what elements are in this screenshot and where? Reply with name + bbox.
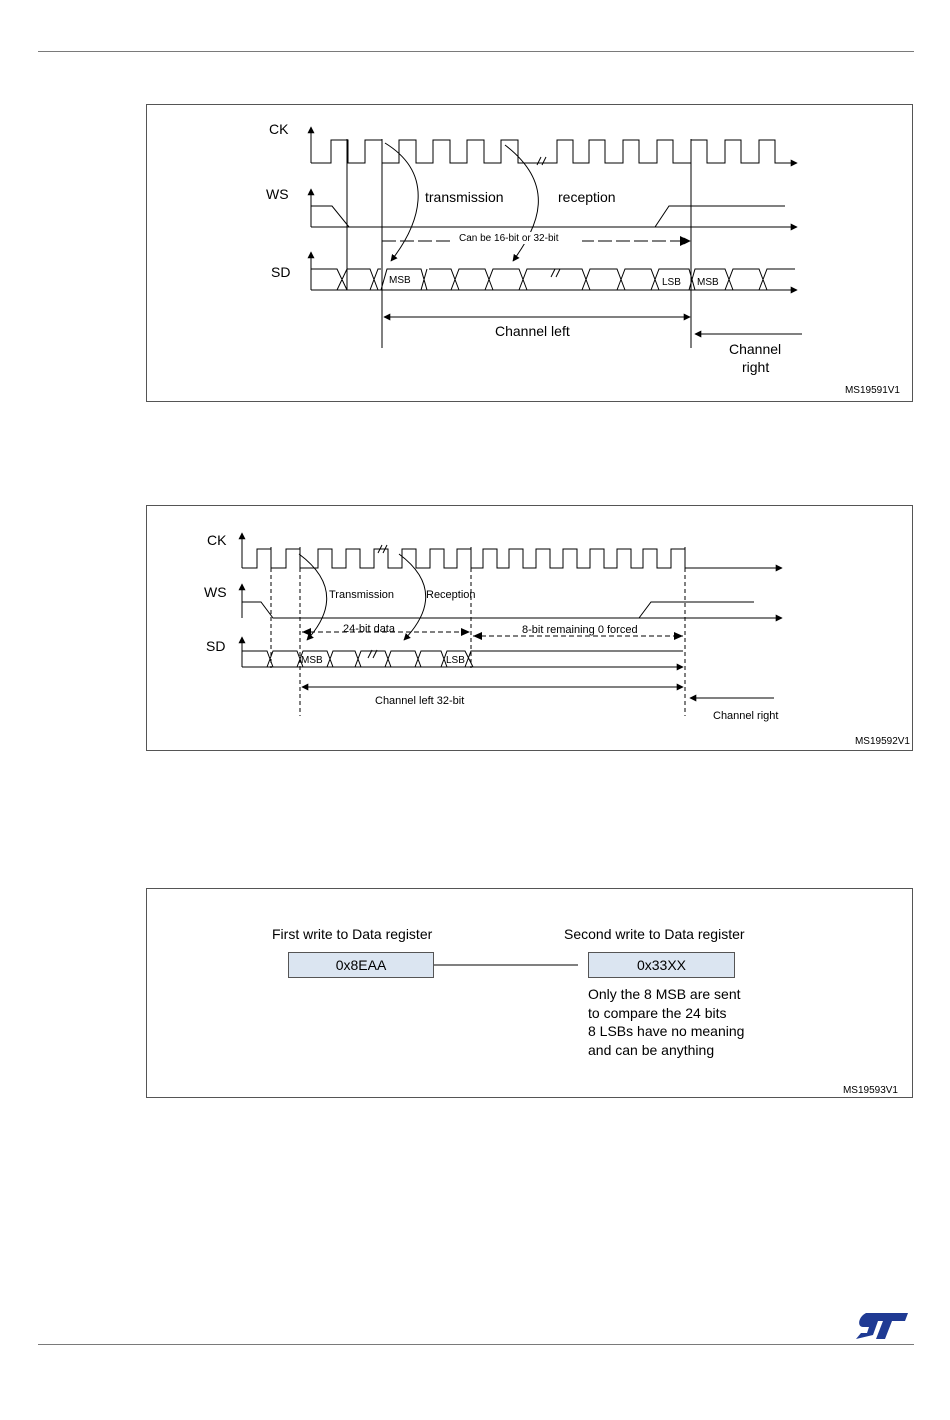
figure-1-i2s-timing: CK WS SD transmission reception Channel … — [146, 104, 913, 402]
figure-3-data-register: First write to Data register 0x8EAA Seco… — [146, 888, 913, 1098]
sd-waveform-2 — [242, 650, 683, 668]
sd-label-2: SD — [206, 638, 225, 654]
msb-label-1: MSB — [389, 275, 411, 286]
ck-waveform-2 — [242, 548, 783, 572]
note-line: to compare the 24 bits — [588, 1004, 727, 1021]
figure-2-reference: MS19592V1 — [854, 736, 910, 747]
figure-1-reference: MS19591V1 — [844, 385, 900, 396]
channel-left-label-2: Channel left 32-bit — [375, 695, 464, 707]
figure-2-diagram: CK WS SD Transmission Reception 24-bit d… — [204, 532, 783, 722]
ck-waveform-1 — [311, 139, 798, 167]
second-write-label: Second write to Data register — [564, 926, 745, 942]
first-write-label: First write to Data register — [272, 926, 433, 942]
reception-label-2: Reception — [426, 589, 476, 601]
ck-label-1: CK — [269, 121, 289, 137]
register-note: Only the 8 MSB are sent to compare the 2… — [588, 985, 744, 1059]
figure-3-reference: MS19593V1 — [842, 1085, 898, 1096]
ws-label-1: WS — [266, 186, 289, 202]
header-rule — [38, 51, 914, 52]
note-line: Only the 8 MSB are sent — [588, 986, 741, 1002]
figure-2-24bit-timing: CK WS SD Transmission Reception 24-bit d… — [146, 505, 913, 751]
footer-rule — [38, 1344, 914, 1345]
channel-right-label-1a: Channel — [729, 341, 781, 357]
transmission-label-1: transmission — [425, 189, 504, 205]
second-value-box: 0x33XX — [588, 952, 735, 978]
ws-waveform-2 — [242, 601, 783, 622]
ws-label-2: WS — [204, 584, 227, 600]
lsb-label-1: LSB — [662, 277, 681, 288]
ck-label-2: CK — [207, 532, 227, 548]
register-connector — [434, 964, 578, 966]
st-logo-icon: ST — [852, 1311, 908, 1339]
channel-right-label-2: Channel right — [713, 710, 778, 722]
lsb-label-2: LSB — [446, 655, 465, 666]
sd-label-1: SD — [271, 264, 290, 280]
st-logo-text: ST — [852, 1311, 854, 1312]
note-line: and can be anything — [588, 1041, 715, 1058]
channel-left-label-1: Channel left — [495, 323, 570, 339]
msb-right-label-1: MSB — [697, 277, 719, 288]
reception-label-1: reception — [558, 189, 616, 205]
msb-label-2: MSB — [301, 655, 323, 666]
data-24-label: 24-bit data — [343, 623, 396, 635]
first-value-box: 0x8EAA — [288, 952, 434, 978]
remaining-label: 8-bit remaining 0 forced — [522, 624, 638, 636]
note-line: 8 LSBs have no meaning — [588, 1023, 745, 1039]
channel-right-label-1b: right — [742, 359, 769, 375]
width-note-label-1: Can be 16-bit or 32-bit — [459, 233, 559, 244]
transmission-label-2: Transmission — [329, 589, 394, 601]
figure-1-diagram: CK WS SD transmission reception Channel … — [266, 121, 802, 375]
